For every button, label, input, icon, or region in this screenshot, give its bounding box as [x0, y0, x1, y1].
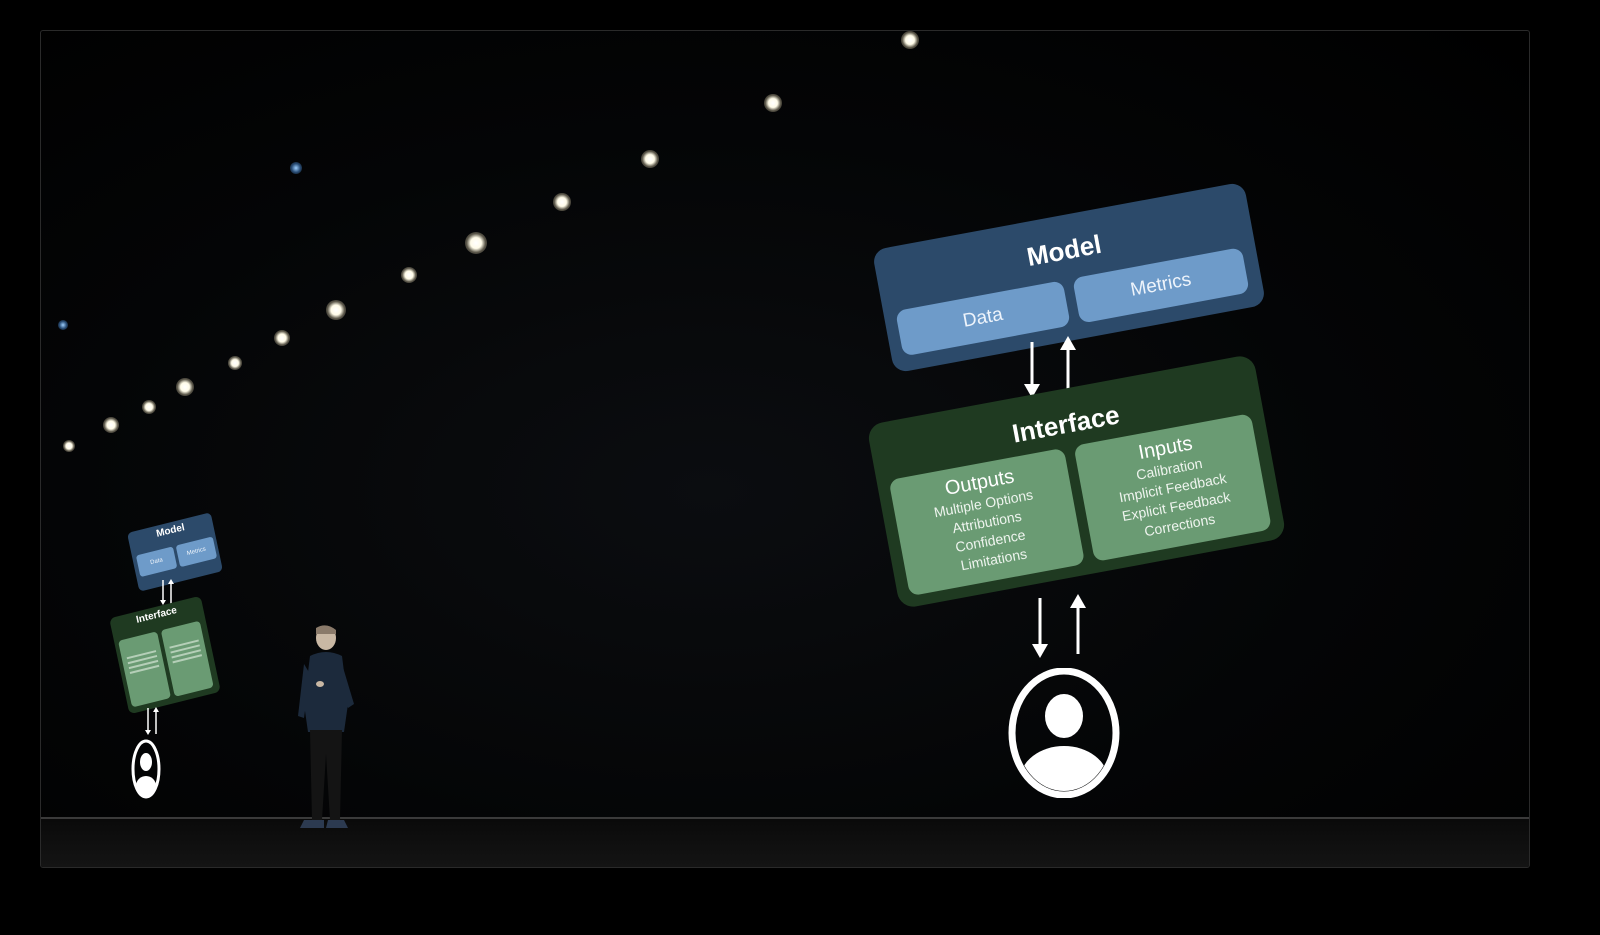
down-arrow-icon	[1024, 342, 1040, 398]
presenter-figure	[298, 625, 354, 828]
mini-metrics-chip: Metrics	[175, 536, 218, 568]
ceiling-light	[58, 320, 68, 330]
stage-floor	[41, 817, 1529, 867]
ceiling-light	[764, 94, 782, 112]
side-screen-diagram: Model Data Metrics Interface	[109, 510, 223, 800]
down-arrow-icon	[1032, 598, 1048, 658]
mini-person-circle-icon	[131, 739, 161, 799]
ceiling-light	[290, 162, 302, 174]
interface-panel: Interface Outputs Multiple Options Attri…	[866, 353, 1287, 610]
ceiling-light	[274, 330, 290, 346]
mini-data-chip: Data	[135, 546, 178, 578]
stage-frame	[40, 30, 1530, 868]
mini-interface-panel: Interface	[109, 595, 221, 715]
mini-inputs-box	[160, 620, 214, 697]
ceiling-light	[176, 378, 194, 396]
up-arrow-icon	[1070, 594, 1086, 654]
up-arrow-icon	[1060, 336, 1076, 392]
ceiling-light	[465, 232, 487, 254]
ceiling-light	[228, 356, 242, 370]
ceiling-light	[401, 267, 417, 283]
ceiling-light	[142, 400, 156, 414]
ceiling-light	[901, 31, 919, 49]
outputs-box: Outputs Multiple Options Attributions Co…	[888, 447, 1086, 597]
ceiling-light	[641, 150, 659, 168]
inputs-box: Inputs Calibration Implicit Feedback Exp…	[1073, 413, 1272, 562]
ceiling-light	[103, 417, 119, 433]
mini-arrows-icon	[145, 707, 159, 735]
ceiling-light	[326, 300, 346, 320]
mini-arrows-icon	[160, 579, 174, 605]
ceiling-light	[63, 440, 75, 452]
person-circle-icon	[1008, 668, 1120, 798]
ceiling-light	[553, 193, 571, 211]
